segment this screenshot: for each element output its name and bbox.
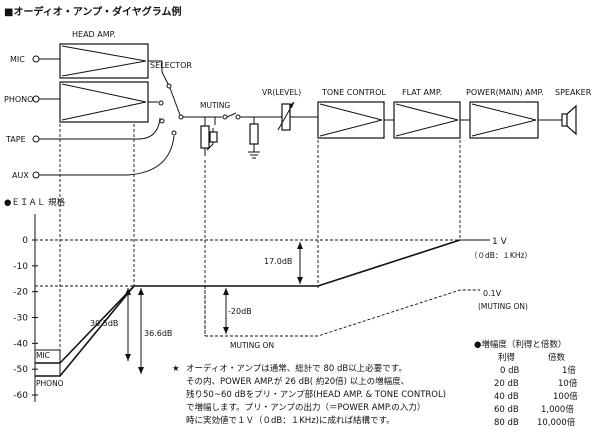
db17-label: 17.0dB	[264, 257, 292, 266]
input-jack-tape	[32, 135, 40, 143]
flat-amp-label: FLAT AMP.	[402, 88, 442, 97]
flat-amp-block	[393, 101, 461, 139]
gain-row-4-db: 80 dB	[494, 418, 519, 428]
power-amp-block	[469, 101, 539, 139]
input-label-aux: AUX	[12, 171, 29, 180]
input-label-mic: MIC	[10, 55, 25, 64]
note-line-5: 時に実効値で１Ｖ（０dB：１KHz)に成れば結構です。	[186, 415, 395, 426]
muting-label: MUTING	[200, 101, 230, 110]
note-line-2: その内、POWER AMP.が 26 dB( 約20倍) 以上の増幅度、	[186, 376, 409, 387]
input-jack-phono	[32, 95, 40, 103]
input-jack-aux	[32, 171, 40, 179]
y-tick-label: -30	[13, 314, 28, 324]
gain-row-2-db: 40 dB	[494, 392, 519, 402]
y-tick-label: -50	[13, 365, 28, 375]
input-label-phono: PHONO	[4, 95, 33, 104]
gain-row-3-db: 60 dB	[494, 405, 519, 415]
phono-level-label: PHONO	[36, 379, 64, 388]
gain-row-4-mult: 10,000倍	[537, 417, 576, 428]
speaker-label: SPEAKER	[555, 88, 592, 97]
y-tick-label: -60	[13, 391, 28, 401]
tone-control-block	[317, 101, 385, 139]
tone-control-label: TONE CONTROL	[321, 88, 386, 97]
head-amp-mic-block	[59, 43, 149, 79]
note-line-1: オーディオ・アンプは通常、総計で 80 dB以上必要です。	[186, 363, 407, 374]
y-axis-ticks: 0 -10 -20 -30 -40 -50 -60	[13, 236, 38, 401]
chart-title: ●ＥＩＡＬ 規格	[4, 197, 66, 208]
head-amp-label: HEAD AMP.	[72, 30, 116, 39]
muting-on-label: MUTING ON	[230, 341, 274, 350]
vr-level-label: VR(LEVEL)	[262, 88, 301, 97]
gain-row-0-mult: 1倍	[562, 365, 576, 376]
y-tick-label: -20	[13, 288, 28, 298]
zero-one-v-sub-label: (MUTING ON)	[478, 302, 528, 311]
y-tick-label: 0	[22, 236, 28, 246]
power-amp-label: POWER(MAIN) AMP.	[466, 88, 544, 97]
one-v-label: 1 V	[492, 237, 508, 247]
note-star: ★	[172, 364, 180, 374]
gain-table: ●増幅度（利得と倍数） 利得 倍数 0 dB 1倍 20 dB 10倍 40 d…	[474, 339, 578, 428]
db366-label: 36.6dB	[144, 329, 172, 338]
gain-table-header-multiple: 倍数	[548, 352, 566, 363]
gain-row-3-mult: 1,000倍	[541, 404, 574, 415]
gain-row-1-db: 20 dB	[494, 379, 519, 389]
db305-label: 30.5dB	[90, 319, 118, 328]
input-jack-mic	[32, 55, 40, 63]
speaker-icon	[561, 104, 577, 136]
muting-on-trace	[204, 286, 480, 337]
db20-label: -20dB	[228, 307, 252, 316]
zero-one-v-label: 0.1V	[483, 289, 502, 298]
one-v-sub-label: （０dB：１KHz）	[470, 251, 532, 260]
input-label-tape: TAPE	[5, 135, 26, 144]
y-tick-label: -10	[13, 262, 28, 272]
note-line-3: 残り50~60 dBをプリ・アンプ部(HEAD AMP. & TONE CONT…	[186, 389, 446, 400]
page-title: ■オーディオ・アンプ・ダイヤグラム例	[4, 5, 181, 18]
gain-row-2-mult: 100倍	[553, 391, 578, 402]
gain-row-1-mult: 10倍	[558, 378, 578, 389]
mic-level-label: MIC	[36, 351, 50, 360]
y-tick-label: -40	[13, 339, 28, 349]
selector-label: SELECTOR	[150, 61, 192, 70]
head-amp-phono-block	[59, 81, 149, 123]
gain-table-title: ●増幅度（利得と倍数）	[474, 339, 566, 350]
note-line-4: で増幅します。プリ・アンプの出力（＝POWER AMP.の入力）	[186, 402, 425, 413]
gain-table-header-gain: 利得	[498, 352, 516, 363]
gain-row-0-db: 0 dB	[500, 366, 520, 376]
